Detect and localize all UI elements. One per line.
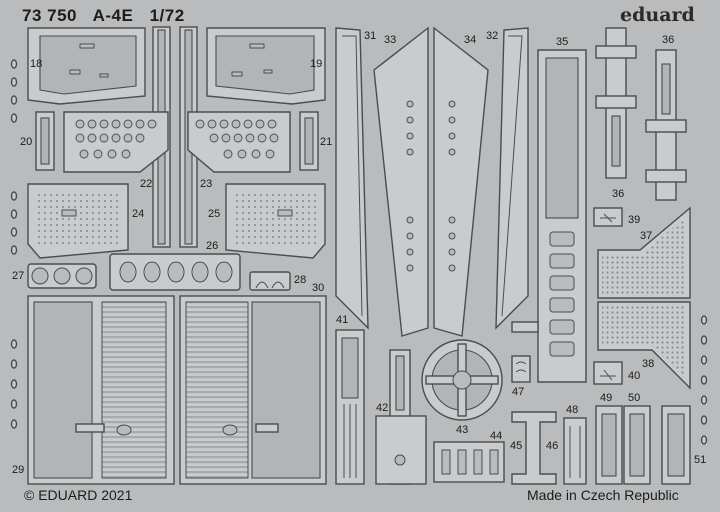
part-number: 22 (140, 178, 153, 190)
set-number: 73 750 (22, 6, 77, 25)
copyright-text: © EDUARD 2021 (24, 487, 133, 503)
part-24 (27, 183, 129, 259)
part-25 (225, 183, 326, 259)
part-number: 45 (510, 440, 523, 452)
part-23 (187, 111, 291, 173)
part-number: 39 (628, 214, 641, 226)
part-number: 50 (628, 392, 641, 404)
part-18 (27, 27, 146, 105)
part-number: 36 (612, 188, 625, 200)
part-34 (433, 26, 489, 337)
part-31 (335, 27, 369, 330)
origin-text: Made in Czech Republic (527, 487, 679, 503)
part-28 (249, 271, 291, 291)
part-35 (511, 49, 587, 383)
part-41 (335, 329, 365, 485)
part-30 (179, 295, 327, 485)
part-number: 33 (384, 34, 397, 46)
part-number: 37 (640, 230, 653, 242)
part-number: 38 (642, 358, 655, 370)
part-number: 29 (12, 464, 25, 476)
part-22 (63, 111, 169, 173)
part-29 (27, 295, 175, 485)
part-40 (593, 361, 623, 385)
part-39 (593, 207, 623, 227)
part-number: 51 (694, 454, 707, 466)
part-42 (375, 349, 427, 485)
part-43 (421, 339, 503, 421)
part-47 (511, 355, 531, 383)
part-number: 23 (200, 178, 213, 190)
fret-title: 73 750 A-4E 1/72 (22, 6, 196, 26)
part-number: 18 (30, 58, 43, 70)
part-number: 26 (206, 240, 219, 252)
part-number: 46 (546, 440, 559, 452)
part-32 (495, 27, 529, 330)
part-number: 19 (310, 58, 323, 70)
part-number: 40 (628, 370, 641, 382)
brand-logo: eduard (620, 4, 695, 26)
part-number: 25 (208, 208, 221, 220)
part-number: 44 (490, 430, 503, 442)
part-number: 32 (486, 30, 499, 42)
part-number: 21 (320, 136, 333, 148)
part-38 (597, 301, 691, 390)
part-number: 48 (566, 404, 579, 416)
part-45 (511, 411, 557, 485)
part-number: 43 (456, 424, 469, 436)
part-number: 34 (464, 34, 477, 46)
part-number: 20 (20, 136, 33, 148)
part-26 (109, 253, 241, 291)
part-37 (597, 206, 691, 299)
scale-label: 1/72 (149, 6, 185, 25)
part-27 (27, 263, 97, 289)
part-number: 35 (556, 36, 569, 48)
part-number: 42 (376, 402, 389, 414)
part-number: 49 (600, 392, 613, 404)
part-number: 36 (662, 34, 675, 46)
part-number: 47 (512, 386, 525, 398)
part-number: 24 (132, 208, 145, 220)
aircraft-model: A-4E (92, 6, 134, 25)
part-number: 30 (312, 282, 325, 294)
part-19 (206, 27, 326, 105)
part-number: 28 (294, 274, 307, 286)
part-44 (433, 441, 505, 483)
part-number: 41 (336, 314, 349, 326)
part-36-b (645, 49, 687, 201)
part-48 (563, 417, 587, 485)
part-number: 31 (364, 30, 377, 42)
part-number: 27 (12, 270, 25, 282)
part-33 (373, 26, 429, 337)
part-36-a (595, 27, 637, 179)
